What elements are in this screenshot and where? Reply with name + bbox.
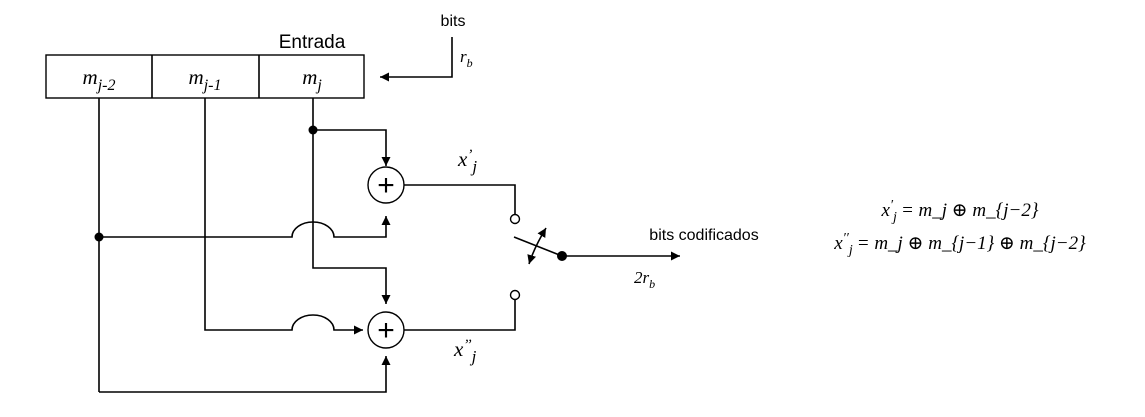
wire-bottom-output	[404, 300, 516, 331]
switch-arm	[513, 236, 563, 257]
encoded-bits-label: bits codificados	[649, 227, 758, 244]
wire-mj2-to-adder-top	[99, 216, 391, 238]
equation-bottom: x′′j= m_j ⊕ m_{j−1} ⊕ m_{j−2}	[833, 231, 1086, 258]
adder-top: +	[367, 166, 405, 204]
input-rate-label: rb	[460, 47, 473, 70]
input-bits-label: bits	[441, 13, 466, 30]
output-label-top: x’j	[457, 147, 477, 176]
register-cell-m-j: mj	[302, 65, 322, 94]
wire-mj2-to-adder-bottom	[99, 356, 391, 393]
register-cell-m-j-1: mj-1	[189, 65, 222, 94]
diagram-title: Entrada	[279, 32, 346, 53]
xor-symbol: +	[377, 169, 395, 202]
switch-pivot	[557, 251, 567, 261]
register-cell-m-j-2: mj-2	[83, 65, 116, 94]
output-label-bottom: x’’j	[453, 337, 477, 366]
input-arrow	[380, 37, 453, 82]
xor-symbol: +	[377, 314, 395, 347]
wire-mj-to-adder-top	[312, 98, 391, 166]
shift-register: mj-2 mj-1 mj	[45, 54, 365, 99]
switch-contact-top	[509, 213, 521, 225]
wire-mj-to-adder-bottom	[312, 130, 391, 304]
wire-mj1-to-adder-bottom	[204, 98, 363, 335]
junction-dot	[94, 232, 104, 242]
switch-rotation-arrow	[527, 227, 547, 265]
register-frame	[45, 54, 365, 99]
switch-contact-bottom	[509, 289, 521, 301]
adder-bottom: +	[367, 311, 405, 349]
output-rate-label: 2rb	[634, 268, 655, 291]
junction-dot	[308, 125, 318, 135]
equation-top: x′j= m_j ⊕ m_{j−2}	[881, 198, 1039, 225]
wire-top-output	[404, 184, 516, 214]
